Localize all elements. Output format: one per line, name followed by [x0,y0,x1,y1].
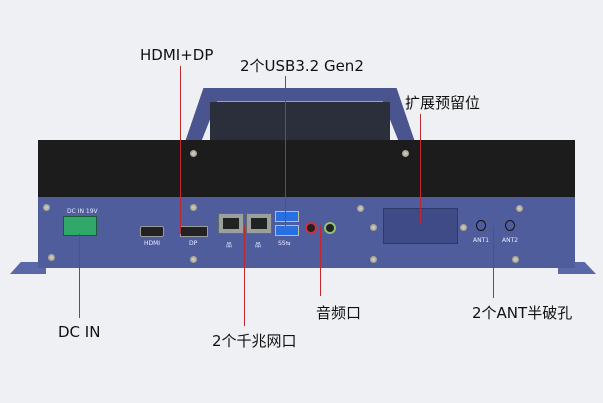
top-cover [38,140,575,197]
screw [48,254,55,261]
screw [370,256,377,263]
screw [402,150,409,157]
callout-line-hdmi-dp [180,66,181,234]
screw [190,150,197,157]
screw [43,204,50,211]
label-usb: 2个USB3.2 Gen2 [240,57,364,75]
screw [370,224,377,231]
label-expansion: 扩展预留位 [405,94,481,112]
callout-line-dc [79,234,80,318]
handle-inner [210,102,390,142]
screw [357,205,364,212]
label-lan: 2个千兆网口 [212,332,297,350]
screw [512,256,519,263]
dc-connector [63,216,97,236]
ant1-hole [476,220,486,231]
lan-port-2 [246,213,272,234]
usb-port-1 [275,211,299,222]
usb-port-2 [275,225,299,236]
callout-line-usb [285,76,286,226]
network-icon: 品 [226,242,233,249]
mic-jack [305,222,317,234]
headphone-jack [324,222,336,234]
callout-line-audio [320,226,321,296]
network-icon: 品 [255,242,262,249]
lan-port-1 [218,213,244,234]
usb-label: SS⇆ [278,240,291,247]
callout-line-ant [493,226,494,298]
screw [460,224,467,231]
hdmi-label: HDMI [144,240,161,247]
callout-line-lan [244,226,245,326]
dp-port [180,226,208,237]
callout-line-expansion [420,114,421,224]
screw [190,256,197,263]
hdmi-port [140,226,164,237]
label-audio: 音频口 [316,304,362,322]
screw [190,204,197,211]
dp-label: DP [189,240,198,247]
ant1-label: ANT1 [473,237,490,244]
foot-left [10,262,46,274]
label-dc-in: DC IN [58,323,101,341]
ant2-hole [505,220,515,231]
label-ant: 2个ANT半破孔 [472,304,573,322]
ant2-label: ANT2 [502,237,519,244]
label-hdmi-dp: HDMI+DP [140,46,214,64]
dc-label: DC IN 19V [67,208,98,215]
screw [516,205,523,212]
